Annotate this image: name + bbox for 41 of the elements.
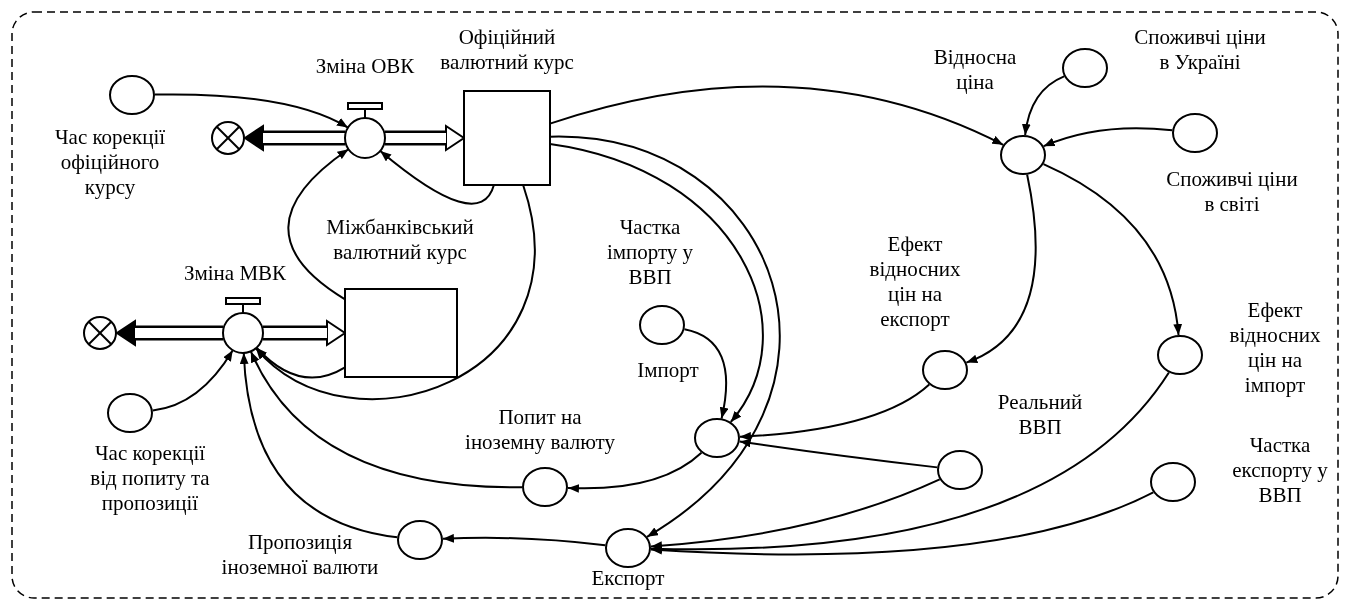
arrow (254, 184, 535, 400)
flow-pipe (244, 125, 345, 151)
variable-label: Попит на іноземну валюту (464, 405, 616, 455)
arrow (1022, 75, 1066, 137)
flow-pipe (116, 320, 223, 346)
variable-label: Зміна МВК (182, 260, 288, 286)
variable-label: Час корекції від попиту та пропозиції (89, 440, 211, 516)
arrow (738, 438, 939, 469)
arrow (249, 350, 523, 489)
flow-pipe (263, 320, 346, 346)
variable-label: Споживчі ціни в світі (1165, 167, 1299, 217)
variable-label: Міжбанківський валютний курс (325, 215, 475, 265)
variable-label: Частка імпорту у ВВП (605, 214, 695, 290)
variable-label: Експорт (590, 565, 666, 591)
flow-pipe (385, 125, 465, 151)
arrow (738, 383, 931, 441)
variable-label: Пропозиція іноземної валюти (220, 530, 380, 580)
variable-label: Ефект відносних цін на експорт (868, 232, 962, 332)
arrow (683, 328, 729, 420)
variable-label: Час корекції офіційного курсу (53, 124, 167, 200)
variable-label: Імпорт (636, 357, 700, 383)
arrow (1042, 127, 1174, 148)
variable-label: Зміна ОВК (314, 53, 416, 79)
arrow (1042, 163, 1182, 337)
variable-label: Відносна ціна (932, 45, 1018, 95)
arrow (240, 352, 399, 539)
arrow (379, 149, 495, 205)
variable-label: Реальний ВВП (996, 390, 1084, 440)
arrow (441, 534, 607, 547)
variable-label: Частка експорту у ВВП (1231, 432, 1329, 508)
arrow (287, 148, 350, 301)
arrow (154, 93, 349, 129)
variable-label: Ефект відносних цін на імпорт (1228, 298, 1322, 398)
arrow (649, 491, 1155, 556)
arrow (965, 173, 1037, 364)
variable-label: Споживчі ціни в Україні (1133, 25, 1267, 75)
arrow (151, 349, 234, 412)
arrow (255, 346, 346, 379)
variable-label: Офіційний валютний курс (439, 25, 575, 75)
arrow (566, 451, 703, 493)
arrow (649, 478, 941, 550)
